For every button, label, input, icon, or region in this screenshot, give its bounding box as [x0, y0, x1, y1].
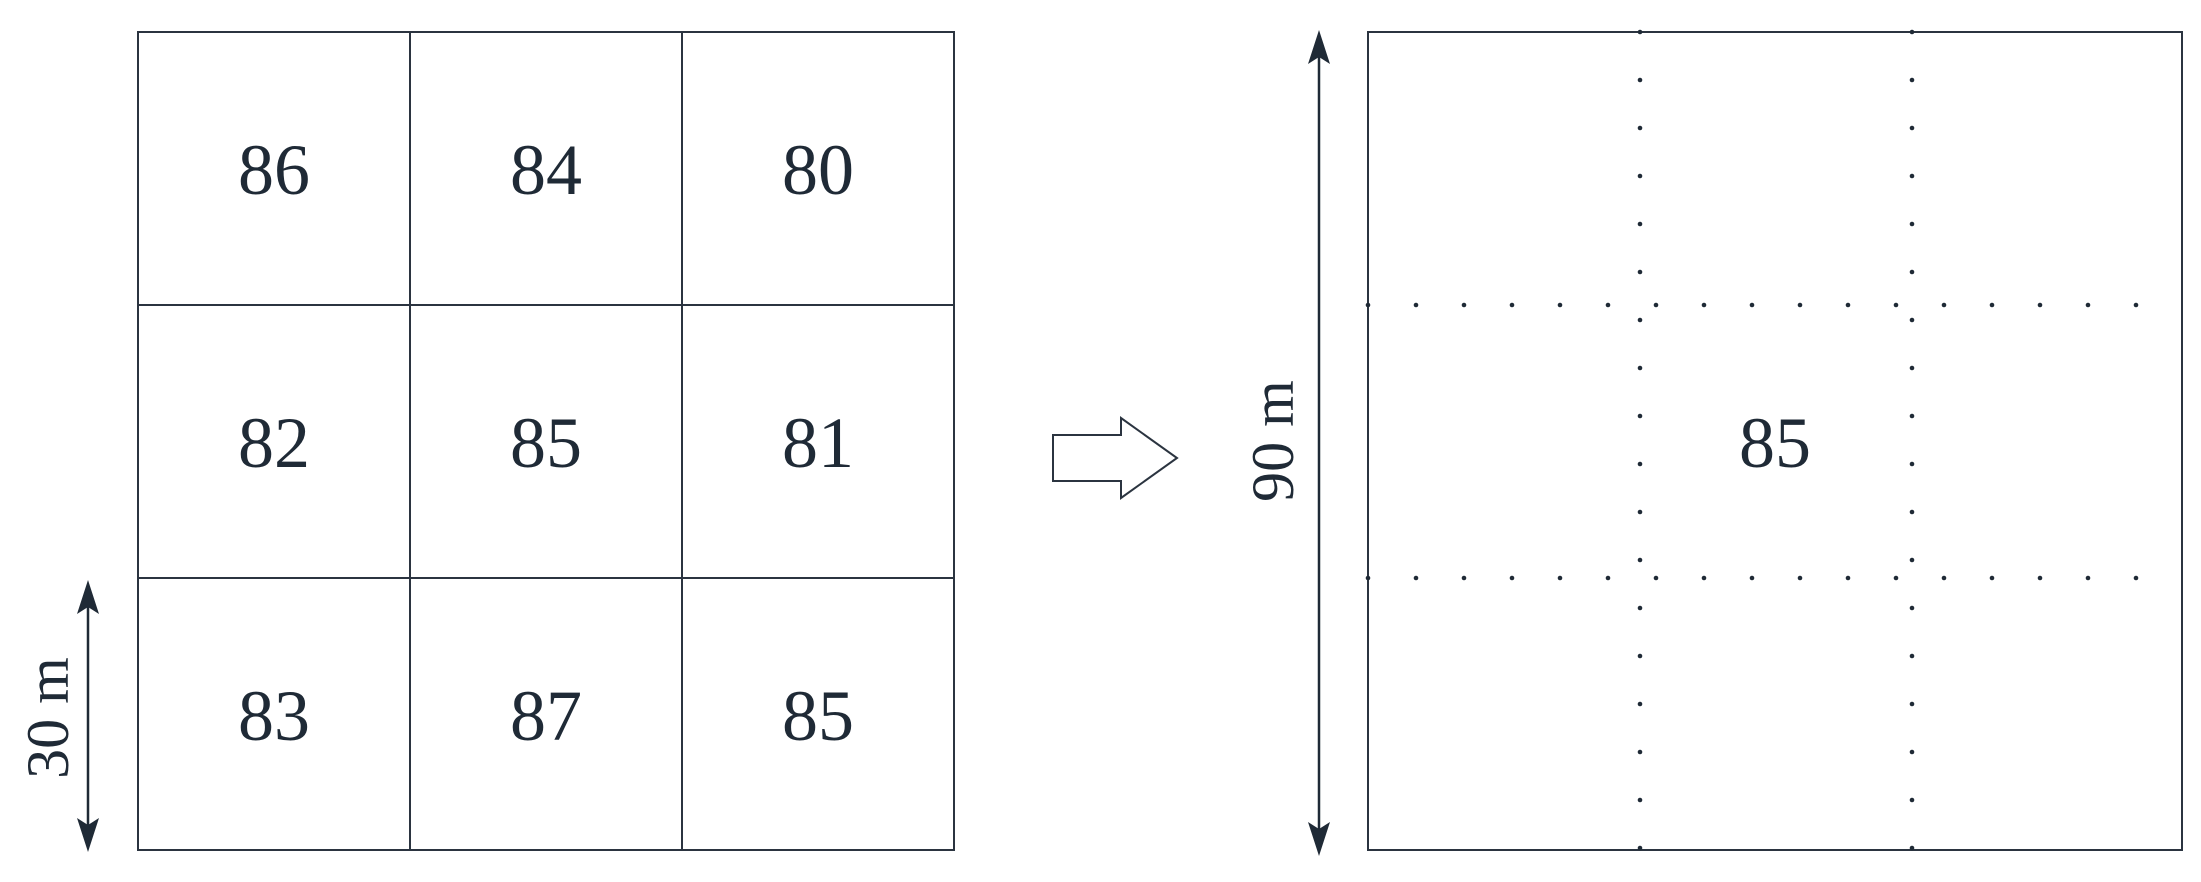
- dotted-hline-2-dot: [1749, 575, 1755, 581]
- dotted-hline-2-dot: [1461, 575, 1467, 581]
- dotted-hline-1-dot: [1845, 302, 1851, 308]
- dotted-vline-1-dot: [1637, 77, 1643, 83]
- cell-dimension-arrowhead-top-icon: [77, 580, 99, 614]
- dotted-vline-2-dot: [1909, 557, 1915, 563]
- dotted-hline-1-dot: [2085, 302, 2091, 308]
- dotted-vline-1-dot: [1637, 509, 1643, 515]
- dotted-hline-1-dot: [1653, 302, 1659, 308]
- dotted-hline-2-dot: [2133, 575, 2139, 581]
- dotted-hline-2-dot: [1845, 575, 1851, 581]
- dotted-hline-2-dot: [1365, 575, 1371, 581]
- input-cell-r3-c3: 85: [782, 676, 854, 756]
- dotted-vline-2-dot: [1909, 605, 1915, 611]
- dotted-vline-1-dot: [1637, 221, 1643, 227]
- dotted-hline-1-dot: [1509, 302, 1515, 308]
- input-cell-r1-c2: 84: [510, 130, 582, 210]
- right-arrow-icon: [1052, 416, 1179, 500]
- dotted-subdivision-lines: [1365, 29, 2139, 851]
- dotted-vline-2-dot: [1909, 173, 1915, 179]
- dotted-vline-2-dot: [1909, 749, 1915, 755]
- dotted-vline-1-dot: [1637, 845, 1643, 851]
- dotted-hline-1-dot: [2133, 302, 2139, 308]
- dotted-vline-2-dot: [1909, 509, 1915, 515]
- dotted-hline-2-dot: [1557, 575, 1563, 581]
- dotted-hline-2-dot: [1653, 575, 1659, 581]
- dotted-hline-2-dot: [1989, 575, 1995, 581]
- dotted-hline-1-dot: [2037, 302, 2043, 308]
- dotted-vline-2-dot: [1909, 413, 1915, 419]
- dotted-vline-1-dot: [1637, 653, 1643, 659]
- dotted-hline-2-dot: [2037, 575, 2043, 581]
- input-grid: 86 84 80 82 85 81 83 87 85: [137, 31, 955, 851]
- dotted-hline-2-dot: [2085, 575, 2091, 581]
- input-cell-r2-c1: 82: [238, 403, 310, 483]
- dotted-vline-2-dot: [1909, 797, 1915, 803]
- dotted-hline-1-dot: [1365, 302, 1371, 308]
- dotted-vline-1-dot: [1637, 269, 1643, 275]
- dotted-hline-1-dot: [1557, 302, 1563, 308]
- dotted-hline-2-dot: [1797, 575, 1803, 581]
- dotted-vline-1-dot: [1637, 413, 1643, 419]
- output-grid-border: [1367, 31, 2183, 851]
- dotted-vline-1-dot: [1637, 797, 1643, 803]
- dotted-hline-1-dot: [1605, 302, 1611, 308]
- input-cell-r3-c2: 87: [510, 676, 582, 756]
- input-cell-r2-c3: 81: [782, 403, 854, 483]
- dotted-vline-1-dot: [1637, 605, 1643, 611]
- dotted-hline-1-dot: [1413, 302, 1419, 308]
- dotted-vline-2-dot: [1909, 701, 1915, 707]
- block-dimension-arrowhead-bottom-icon: [1308, 822, 1330, 856]
- dotted-vline-2-dot: [1909, 653, 1915, 659]
- dotted-hline-1-dot: [1749, 302, 1755, 308]
- dotted-hline-2-dot: [1941, 575, 1947, 581]
- dotted-vline-1-dot: [1637, 125, 1643, 131]
- dotted-vline-2-dot: [1909, 29, 1915, 35]
- dotted-hline-2-dot: [1605, 575, 1611, 581]
- dotted-vline-1-dot: [1637, 749, 1643, 755]
- cell-dimension-arrowhead-bottom-icon: [77, 818, 99, 852]
- dotted-hline-1-dot: [1893, 302, 1899, 308]
- dotted-vline-2-dot: [1909, 461, 1915, 467]
- input-grid-border: [137, 31, 955, 851]
- dotted-vline-1-dot: [1637, 29, 1643, 35]
- dotted-vline-2-dot: [1909, 269, 1915, 275]
- dotted-vline-1-dot: [1637, 317, 1643, 323]
- dotted-hline-1-dot: [1941, 302, 1947, 308]
- dotted-vline-2-dot: [1909, 77, 1915, 83]
- input-cell-r1-c3: 80: [782, 130, 854, 210]
- dotted-vline-1-dot: [1637, 701, 1643, 707]
- dotted-vline-2-dot: [1909, 317, 1915, 323]
- input-cell-r3-c1: 83: [238, 676, 310, 756]
- block-dimension: 90 m: [1240, 30, 1330, 856]
- input-cell-r1-c1: 86: [238, 130, 310, 210]
- cell-dimension: 30 m: [15, 580, 99, 852]
- dotted-vline-2-dot: [1909, 845, 1915, 851]
- dotted-vline-2-dot: [1909, 221, 1915, 227]
- dotted-hline-2-dot: [1701, 575, 1707, 581]
- output-cell-value: 85: [1739, 403, 1811, 483]
- dotted-hline-2-dot: [1413, 575, 1419, 581]
- dotted-vline-2-dot: [1909, 365, 1915, 371]
- dotted-hline-2-dot: [1893, 575, 1899, 581]
- dotted-vline-2-dot: [1909, 125, 1915, 131]
- cell-size-label: 30 m: [15, 657, 81, 779]
- block-dimension-arrowhead-top-icon: [1308, 30, 1330, 64]
- dotted-vline-1-dot: [1637, 173, 1643, 179]
- dotted-vline-1-dot: [1637, 461, 1643, 467]
- output-grid: 85: [1365, 29, 2183, 851]
- dotted-hline-1-dot: [1797, 302, 1803, 308]
- dotted-vline-1-dot: [1637, 365, 1643, 371]
- dotted-hline-1-dot: [1461, 302, 1467, 308]
- dotted-hline-1-dot: [1989, 302, 1995, 308]
- input-cell-r2-c2: 85: [510, 403, 582, 483]
- dotted-vline-1-dot: [1637, 557, 1643, 563]
- block-size-label: 90 m: [1240, 380, 1306, 502]
- dotted-hline-1-dot: [1701, 302, 1707, 308]
- dotted-hline-2-dot: [1509, 575, 1515, 581]
